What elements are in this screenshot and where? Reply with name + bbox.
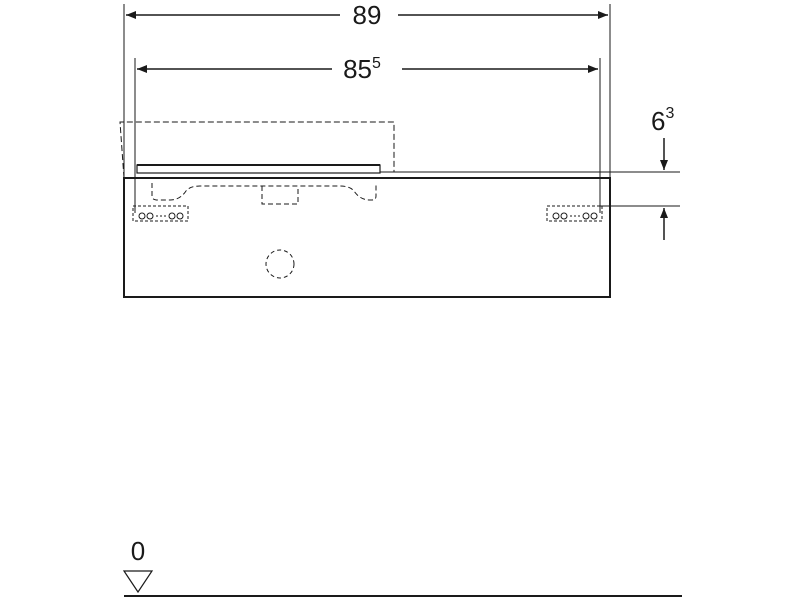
floor-level-triangle-icon bbox=[122, 570, 154, 594]
bracket-hole bbox=[176, 212, 184, 220]
bracket-hole bbox=[560, 212, 568, 220]
floor-level-marker: 0 bbox=[122, 536, 682, 597]
countertop-panel bbox=[136, 164, 381, 174]
inner-width-dimension: 855 bbox=[134, 54, 601, 213]
height-label: 63 bbox=[651, 105, 674, 136]
bracket-hole bbox=[582, 212, 590, 220]
overall-width-dimension: 89 bbox=[123, 0, 611, 178]
cabinet-outline bbox=[123, 177, 611, 298]
bracket-hole bbox=[590, 212, 598, 220]
siphon-box-dashed bbox=[261, 186, 299, 205]
overall-width-label: 89 bbox=[353, 0, 382, 30]
basin-outline bbox=[119, 121, 395, 179]
siphon-cutout-dashed bbox=[151, 183, 377, 201]
floor-level-label: 0 bbox=[131, 536, 145, 566]
bracket-outline-dashed bbox=[546, 205, 603, 222]
height-dimension: 63 bbox=[380, 105, 680, 240]
drain-hole-dashed bbox=[265, 249, 295, 279]
bracket-hole bbox=[168, 212, 176, 220]
right-mounting-bracket bbox=[546, 205, 603, 222]
bracket-outline-dashed bbox=[132, 205, 189, 222]
bracket-hole bbox=[552, 212, 560, 220]
inner-width-label: 855 bbox=[343, 54, 381, 84]
cabinet-body bbox=[123, 177, 611, 298]
left-mounting-bracket bbox=[132, 205, 189, 222]
basin-dashed-outline bbox=[119, 121, 395, 179]
bracket-hole bbox=[146, 212, 154, 220]
bracket-hole bbox=[138, 212, 146, 220]
